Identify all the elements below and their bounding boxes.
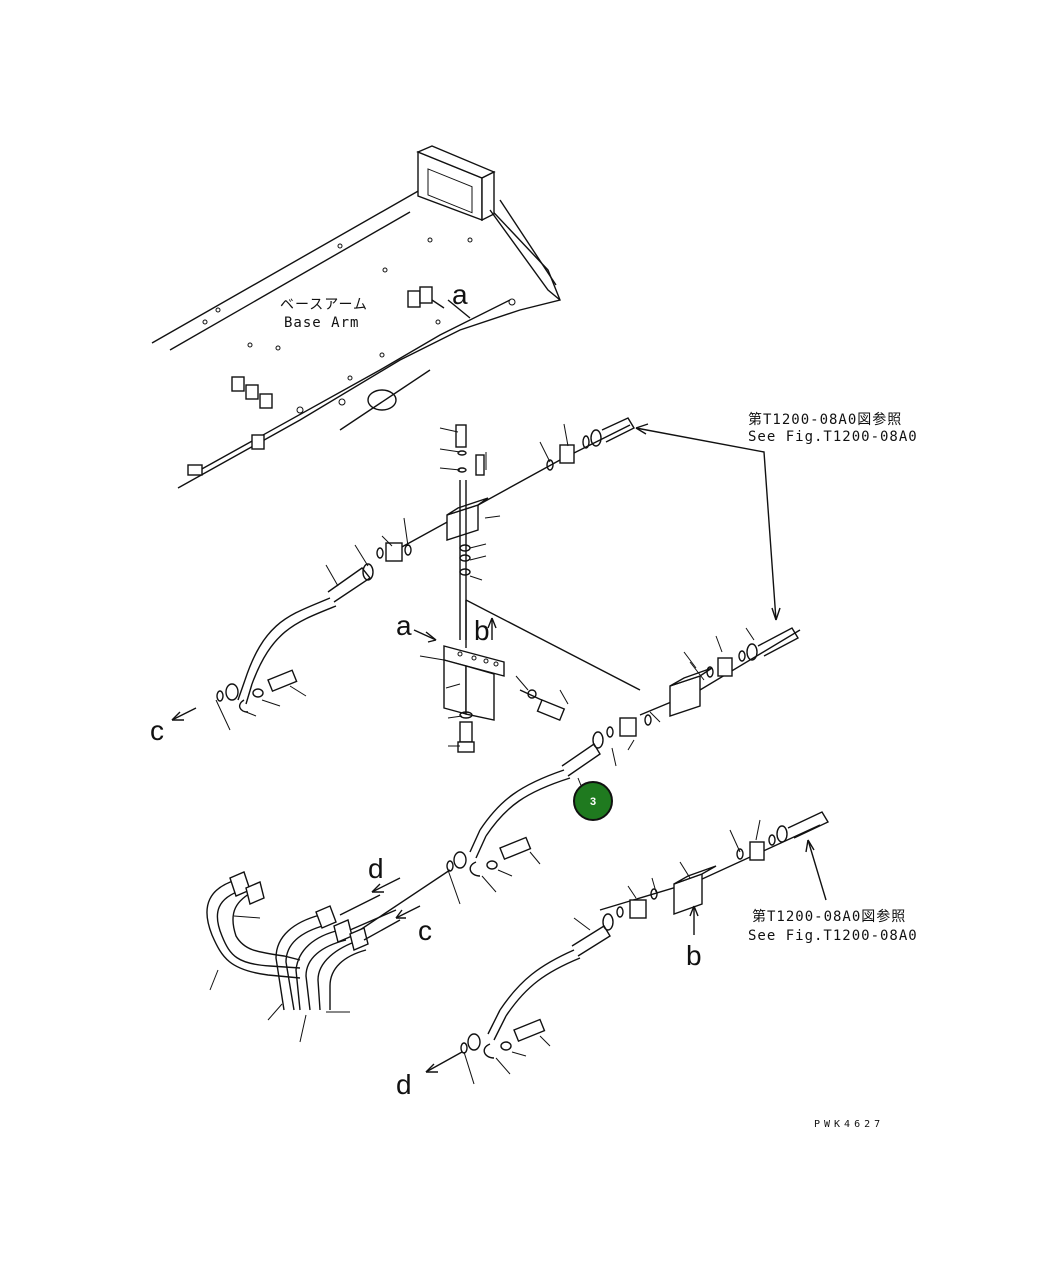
callout-marker-3[interactable]: 3	[573, 781, 613, 821]
ref-top-en: See Fig.T1200-08A0	[748, 429, 918, 445]
base-arm-label-en: Base Arm	[284, 315, 359, 331]
drawing-code: PWK4627	[814, 1119, 884, 1130]
bottom-connection: d	[396, 1009, 551, 1100]
view-letter-a-top: a	[452, 279, 468, 310]
base-arm: ベースアーム Base Arm a	[151, 145, 561, 489]
bent-tubes	[206, 871, 401, 1043]
view-letter-b-mid: b	[474, 615, 490, 646]
base-arm-label-jp: ベースアーム	[280, 297, 368, 313]
view-letter-c-left: c	[150, 715, 164, 746]
arm-holes	[202, 237, 516, 414]
view-letter-a-mid: a	[396, 610, 412, 641]
view-letter-b-low: b	[686, 940, 702, 971]
ref-bottom-jp: 第T1200-08A0図参照	[752, 908, 906, 925]
ref-top: 第T1200-08A0図参照 See Fig.T1200-08A0	[635, 411, 918, 621]
upper-valve-assembly	[244, 417, 635, 685]
view-letter-c-mid: c	[418, 915, 432, 946]
view-letter-d-bottom: d	[396, 1069, 412, 1100]
lower-connections: d c	[359, 829, 541, 946]
lower-right-valve: b	[499, 811, 829, 1017]
ref-bottom: 第T1200-08A0図参照 See Fig.T1200-08A0	[748, 908, 918, 944]
mid-right-valve	[479, 627, 801, 837]
ref-top-jp: 第T1200-08A0図参照	[748, 411, 902, 428]
left-hose-group: c	[150, 669, 307, 746]
view-letter-d-mid: d	[368, 853, 384, 884]
ref-bottom-en: See Fig.T1200-08A0	[748, 928, 918, 944]
bracket-assembly: a b	[396, 599, 641, 753]
callout-number: 3	[590, 796, 596, 808]
callout-circle[interactable]	[573, 781, 613, 821]
